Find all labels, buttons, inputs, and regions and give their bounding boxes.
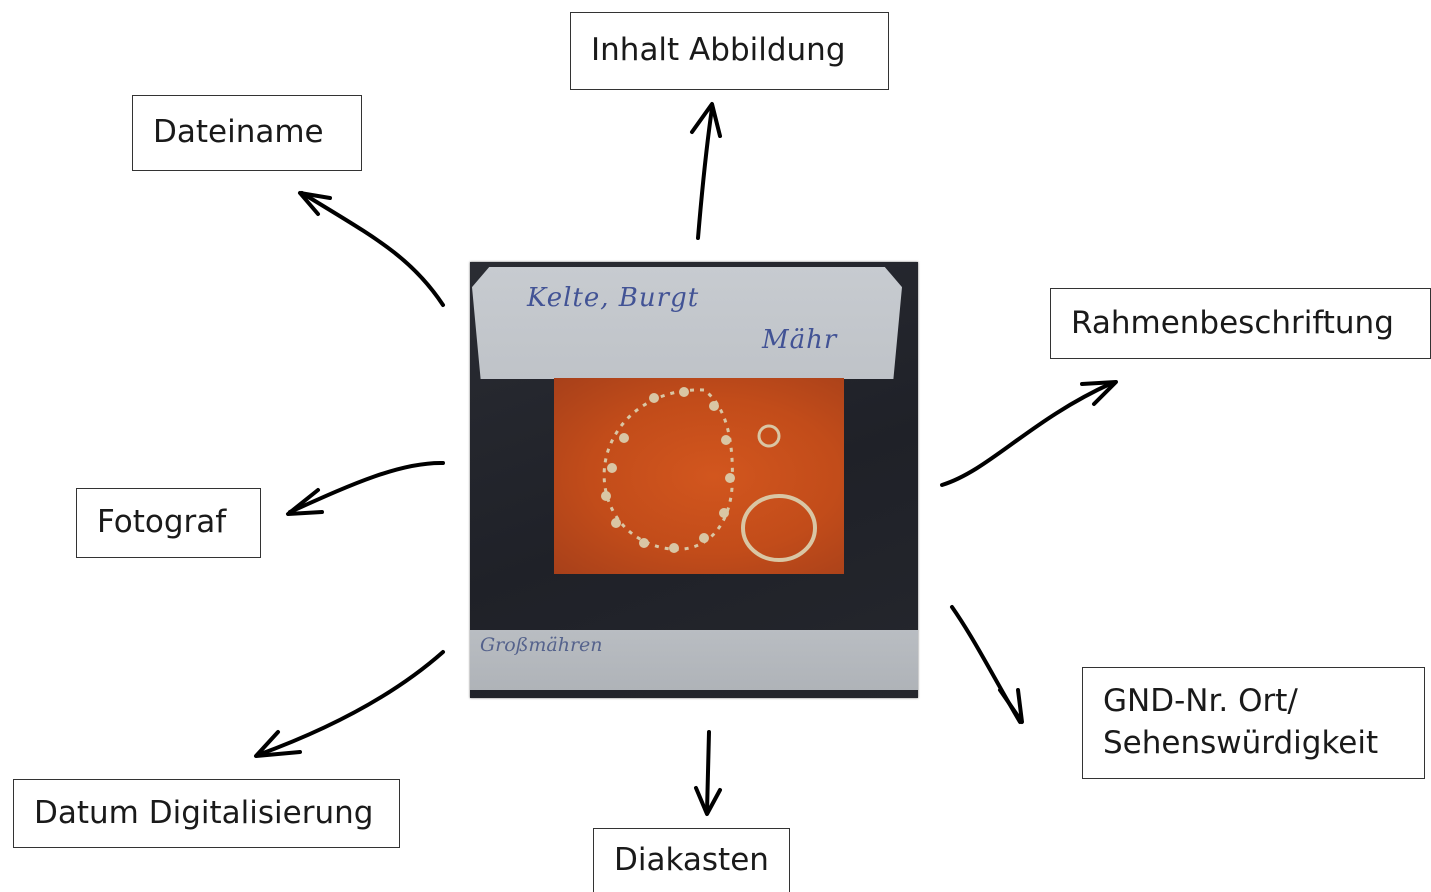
label-rahmenbeschriftung: Rahmenbeschriftung <box>1050 288 1431 359</box>
label-fotograf: Fotograf <box>76 488 261 558</box>
label-dateiname-text: Dateiname <box>153 114 324 151</box>
label-gnd-line-2: Sehenswürdigkeit <box>1103 725 1379 761</box>
handwriting-top-1: Kelte, Burgt <box>527 283 700 313</box>
handwriting-bottom: Großmähren <box>480 634 603 656</box>
label-datum-digitalisierung: Datum Digitalisierung <box>13 779 400 848</box>
arrow-inhalt-abbildung <box>690 102 722 240</box>
label-datum-digitalisierung-text: Datum Digitalisierung <box>34 794 374 831</box>
label-gnd-line-1: GND-Nr. Ort/ <box>1103 683 1298 720</box>
arrow-fotograf <box>286 460 445 516</box>
slide-bottom-label: Großmähren <box>470 630 918 690</box>
slide-top-label: Kelte, Burgt Mähr <box>472 267 902 379</box>
arrow-gnd <box>950 605 1024 724</box>
label-rahmenbeschriftung-text: Rahmenbeschriftung <box>1071 304 1394 341</box>
jewelry-illustration <box>601 387 817 562</box>
arrow-diakasten <box>694 730 722 816</box>
handwriting-top-2: Mähr <box>762 325 838 355</box>
label-inhalt-abbildung-text: Inhalt Abbildung <box>591 32 846 69</box>
lantern-slide-photo: Kelte, Burgt Mähr Großmähren <box>470 262 918 698</box>
label-fotograf-text: Fotograf <box>97 504 227 541</box>
slide-image-jewelry <box>554 378 844 574</box>
arrow-datum-digitalisierung <box>254 650 445 758</box>
label-diakasten: Diakasten <box>593 828 790 892</box>
arrow-dateiname <box>298 191 445 307</box>
arrow-rahmenbeschriftung <box>940 380 1118 487</box>
label-gnd-nr: GND-Nr. Ort/ Sehenswürdigkeit <box>1082 667 1425 779</box>
label-diakasten-text: Diakasten <box>614 841 769 878</box>
label-dateiname: Dateiname <box>132 95 362 171</box>
label-inhalt-abbildung: Inhalt Abbildung <box>570 12 889 90</box>
